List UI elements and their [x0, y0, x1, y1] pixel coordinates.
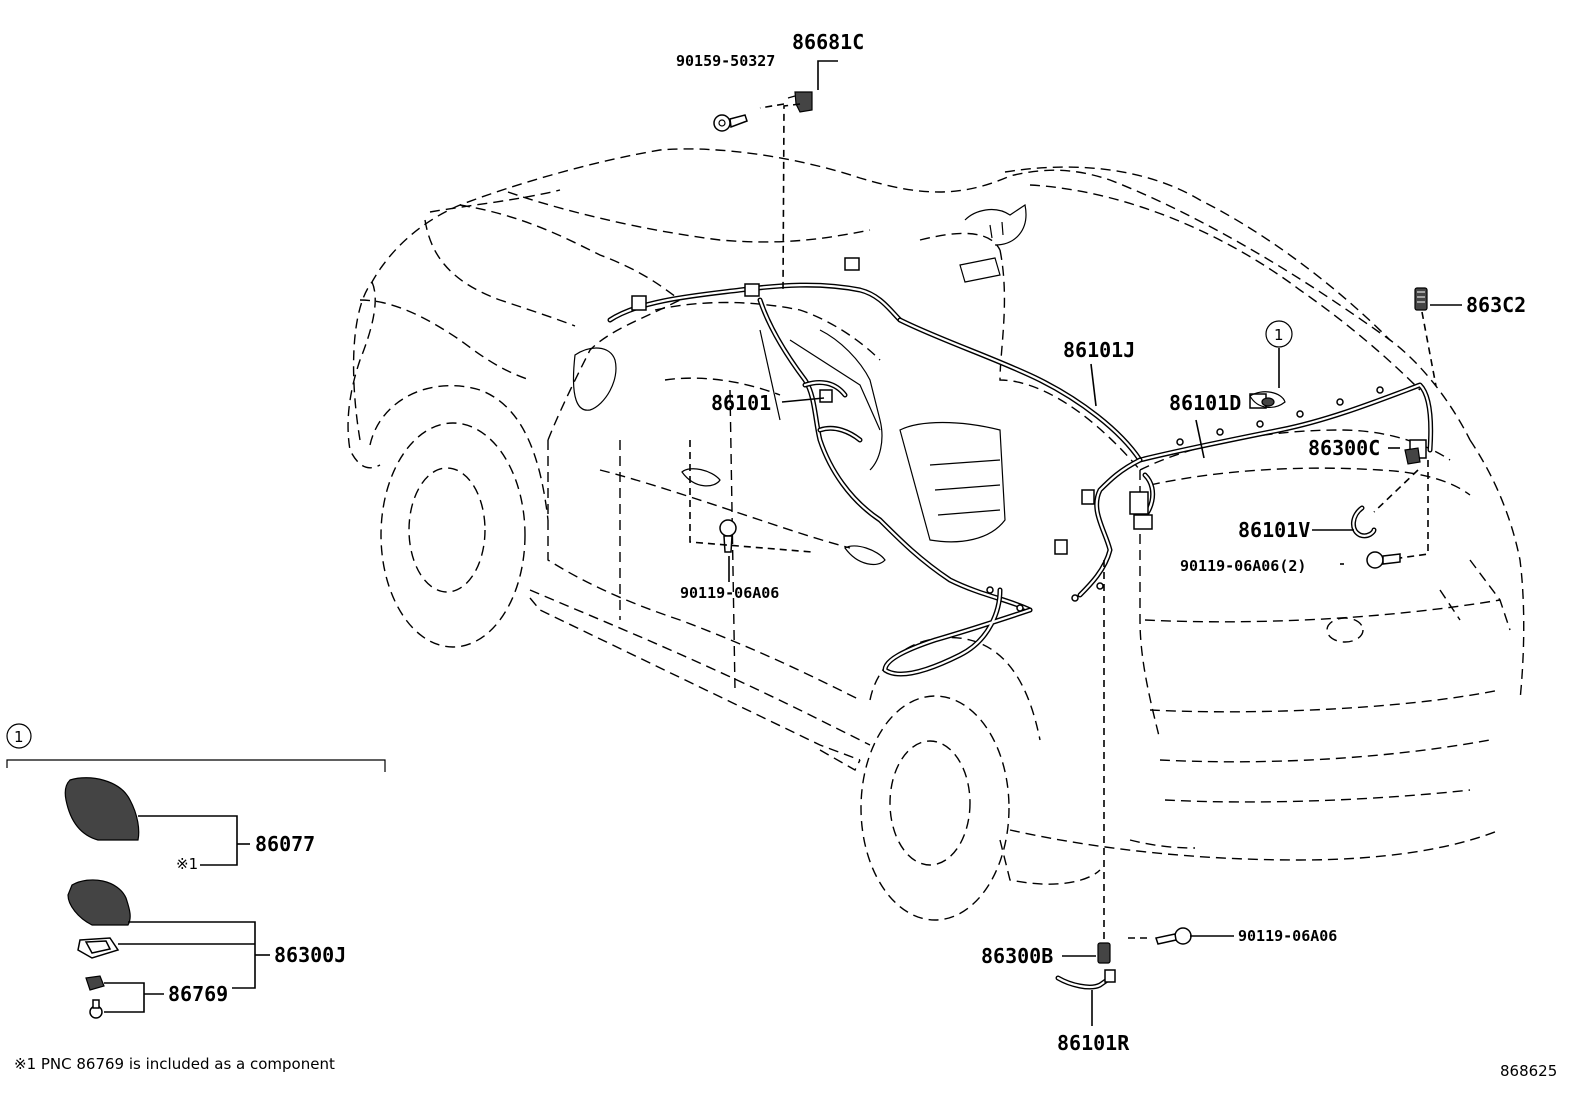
part-86681C: [787, 91, 813, 113]
roof-antenna-mount: [1249, 391, 1286, 408]
label-863C2: 863C2: [1466, 293, 1526, 317]
part-86300B: [1097, 942, 1111, 964]
label-86681C: 86681C: [792, 30, 864, 54]
label-86077: 86077: [255, 832, 315, 856]
label-86300B: 86300B: [981, 944, 1053, 968]
part-863C2: [1414, 287, 1428, 311]
diagram-id: 868625: [1500, 1062, 1557, 1080]
leader-lines: [728, 60, 1462, 1026]
part-86101V: [1351, 505, 1377, 539]
wire-harness-86101D: [1077, 382, 1434, 598]
label-86101D: 86101D: [1169, 391, 1241, 415]
inset-panel: 1 86077 ※1 86300J 86769: [6, 723, 386, 1019]
wire-harness-86101J: [882, 317, 1143, 677]
part-90119-06A06-b: [1155, 927, 1192, 945]
part-86300C: [1404, 447, 1421, 465]
label-90119-06A06-b: 90119-06A06: [1238, 927, 1337, 945]
callout-circle-main: 1: [1265, 320, 1293, 348]
footnote: ※1 PNC 86769 is included as a component: [14, 1055, 335, 1073]
part-86077: [64, 777, 250, 866]
part-90119-06A06-2: [1366, 551, 1401, 569]
label-86101V: 86101V: [1238, 518, 1310, 542]
label-86101R: 86101R: [1057, 1031, 1130, 1055]
label-90159-50327: 90159-50327: [676, 52, 775, 70]
vehicle-body: [347, 148, 1525, 921]
callout-circle-main-text: 1: [1274, 326, 1284, 344]
wire-harness-86101: [607, 282, 1033, 613]
part-86769: [85, 975, 164, 1019]
label-90119-06A06-a: 90119-06A06: [680, 584, 779, 602]
part-90159-50327: [713, 114, 748, 132]
part-labels: 86681C 90159-50327 86101J 863C2 86101D 8…: [676, 30, 1526, 1055]
label-86769: 86769: [168, 982, 228, 1006]
label-86101: 86101: [711, 391, 771, 415]
inset-callout-text: 1: [14, 728, 24, 746]
label-86101J: 86101J: [1063, 338, 1135, 362]
reference-lines: [689, 103, 1437, 942]
harness-connectors: [631, 257, 1427, 612]
part-86300J: [67, 879, 270, 989]
label-86300J: 86300J: [274, 943, 346, 967]
label-86300C: 86300C: [1308, 436, 1380, 460]
part-86101R: [1055, 969, 1116, 990]
note-mark: ※1: [176, 855, 198, 873]
label-90119-06A06-2: 90119-06A06(2): [1180, 557, 1306, 575]
part-90119-06A06-a: [719, 519, 737, 553]
